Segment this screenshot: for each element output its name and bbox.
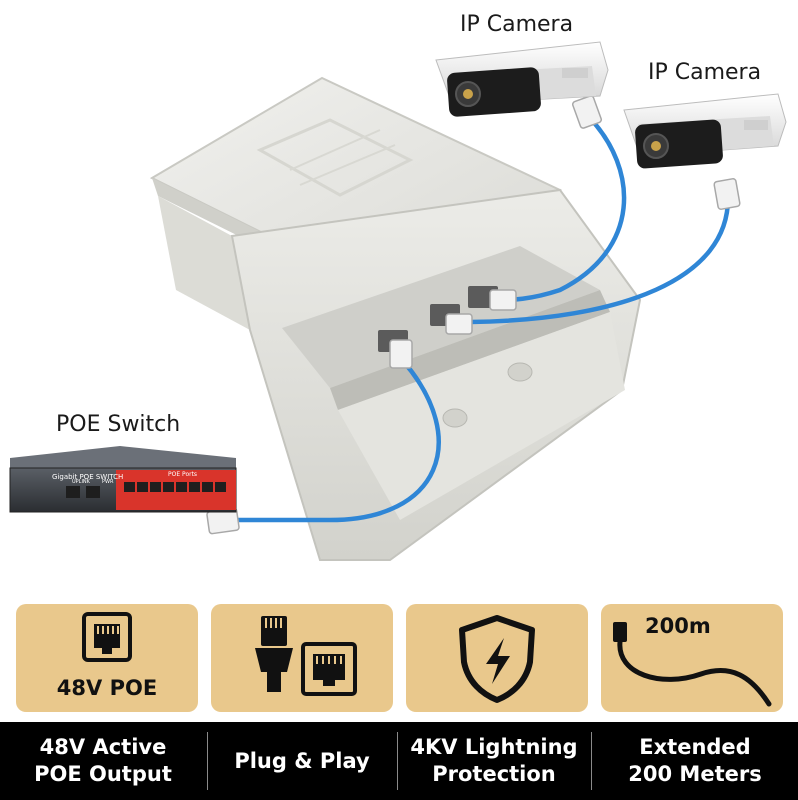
network-cables [233, 113, 731, 523]
cable-icon [613, 622, 772, 707]
caption-separator [591, 732, 592, 790]
product-scene: Gigabit POE SWITCH POE Ports UPLINK PWR … [9, 12, 787, 561]
tile-poe-text: 48V POE [56, 676, 158, 700]
caption-distance-line2: 200 Meters [628, 762, 762, 786]
switch-ports-text: POE Ports [168, 471, 198, 478]
caption-separator [207, 732, 208, 790]
enclosure [149, 76, 642, 561]
caption-lightning-line1: 4KV Lightning [410, 735, 578, 759]
switch-label: POE Switch [56, 412, 181, 437]
caption-lightning: 4KV Lightning Protection [398, 722, 590, 800]
caption-poe-line2: POE Output [34, 762, 172, 786]
rj45-plug-icon [255, 616, 293, 692]
camera-2-label: IP Camera [648, 60, 762, 85]
caption-distance-line1: Extended [639, 735, 751, 759]
tile-distance-text: 200m [645, 614, 711, 638]
poe-switch [9, 446, 237, 513]
switch-brand-text: Gigabit POE SWITCH [52, 473, 124, 481]
lightning-shield-icon [459, 615, 535, 703]
scene-illustration [9, 41, 787, 561]
feature-tile-distance: 200m [601, 604, 783, 712]
switch-uplink-text: UPLINK [72, 479, 90, 485]
caption-poe-line1: 48V Active [39, 735, 167, 759]
caption-plug-line1: Plug & Play [234, 748, 370, 773]
rj45-plugs [206, 95, 741, 535]
plug-and-port-icon [255, 616, 357, 696]
caption-lightning-line2: Protection [432, 762, 556, 786]
rj45-port-icon [301, 642, 357, 696]
feature-tile-lightning [406, 604, 588, 712]
feature-tile-poe: 48V POE [16, 604, 198, 712]
camera-1-label: IP Camera [460, 12, 574, 37]
caption-bar: 48V Active POE Output Plug & Play 4KV Li… [0, 722, 798, 800]
ip-camera-1 [435, 41, 609, 117]
caption-distance: Extended 200 Meters [592, 722, 798, 800]
switch-pwr-text: PWR [102, 479, 114, 485]
caption-poe-output: 48V Active POE Output [0, 722, 206, 800]
ethernet-port-icon [82, 612, 132, 662]
caption-separator [397, 732, 398, 790]
ip-camera-2 [623, 93, 787, 169]
caption-plug-play: Plug & Play [208, 722, 396, 800]
feature-tile-plug-play [211, 604, 393, 712]
